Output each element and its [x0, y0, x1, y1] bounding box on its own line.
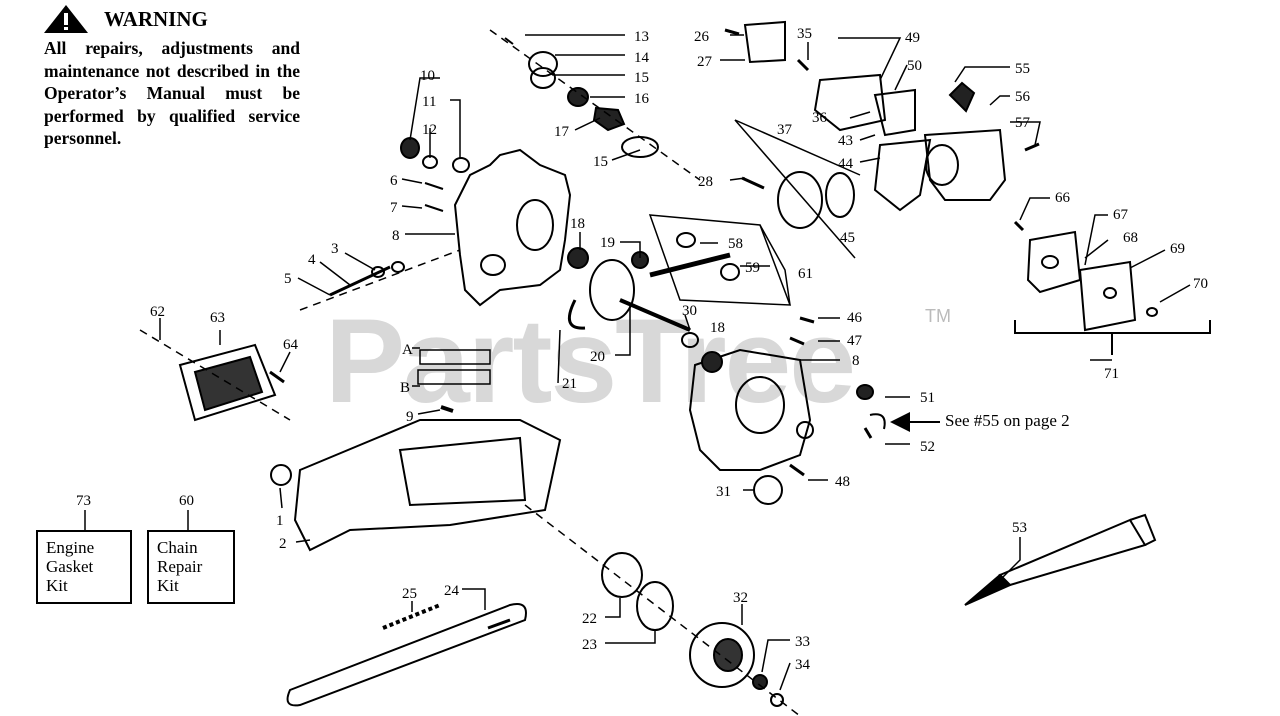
callout-36: 36 [812, 110, 828, 126]
callout-18b: 18 [710, 320, 725, 336]
callout-47: 47 [847, 333, 863, 349]
callout-37: 37 [777, 122, 793, 138]
callout-b: B [400, 380, 410, 396]
callout-12: 12 [422, 122, 437, 138]
callout-58: 58 [728, 236, 743, 252]
guide-bar-and-chain [286, 603, 527, 707]
callout-61: 61 [798, 266, 813, 282]
callout-27: 27 [697, 54, 713, 70]
clutch-assembly [524, 504, 801, 716]
callout-59: 59 [745, 260, 760, 276]
cylinder-assembly [724, 20, 1040, 259]
callout-8b: 8 [852, 353, 860, 369]
crankshaft-assembly [567, 214, 792, 348]
callout-35: 35 [797, 26, 812, 42]
callout-57: 57 [1015, 115, 1031, 131]
callout-24: 24 [444, 583, 460, 599]
air-filter-assembly [139, 329, 291, 422]
callout-69: 69 [1170, 241, 1185, 257]
callout-17: 17 [554, 124, 570, 140]
callout-11: 11 [422, 94, 436, 110]
callout-3: 3 [331, 241, 339, 257]
warning-triangle-icon [44, 5, 88, 33]
trademark-mark: TM [925, 306, 951, 326]
callout-5: 5 [284, 271, 292, 287]
engine-gasket-kit-box: Engine Gasket Kit [36, 530, 132, 604]
crankcase-right-half [688, 316, 886, 505]
callout-68: 68 [1123, 230, 1138, 246]
callout-34: 34 [795, 657, 811, 673]
watermark: PartsTree [325, 294, 856, 428]
callout-15: 15 [634, 70, 649, 86]
callout-a: A [402, 342, 413, 358]
callout-18: 18 [570, 216, 585, 232]
callout-32: 32 [733, 590, 748, 606]
callout-71: 71 [1104, 366, 1119, 382]
callout-64: 64 [283, 337, 299, 353]
callout-8: 8 [392, 228, 400, 244]
callout-48: 48 [835, 474, 850, 490]
callout-66: 66 [1055, 190, 1071, 206]
callout-10: 10 [420, 68, 435, 84]
callout-62: 62 [150, 304, 165, 320]
callout-31: 31 [716, 484, 731, 500]
callout-53: 53 [1012, 520, 1027, 536]
chain-repair-kit-box: Chain Repair Kit [147, 530, 235, 604]
callout-16: 16 [634, 91, 650, 107]
callout-22: 22 [582, 611, 597, 627]
callout-50: 50 [907, 58, 922, 74]
callout-19: 19 [600, 235, 615, 251]
callout-13: 13 [634, 29, 649, 45]
callout-21: 21 [562, 376, 577, 392]
callout-63: 63 [210, 310, 225, 326]
callout-15b: 15 [593, 154, 608, 170]
warning-text: All repairs, adjustments and maintenance… [44, 38, 300, 148]
callout-6: 6 [390, 173, 398, 189]
callout-49: 49 [905, 30, 920, 46]
callout-20: 20 [590, 349, 605, 365]
callout-4: 4 [308, 252, 316, 268]
kit-number-engine: 73 [76, 493, 91, 509]
callout-55: 55 [1015, 61, 1030, 77]
callout-28: 28 [698, 174, 713, 190]
callout-67: 67 [1113, 207, 1129, 223]
chain-cover-handle [270, 419, 562, 552]
callout-2: 2 [279, 536, 287, 552]
callout-33: 33 [795, 634, 810, 650]
callout-70: 70 [1193, 276, 1208, 292]
callout-51: 51 [920, 390, 935, 406]
crankcase-left-half [299, 137, 572, 311]
callout-30: 30 [682, 303, 697, 319]
carburetor-parts-group [489, 29, 701, 181]
callout-44: 44 [838, 156, 854, 172]
kit-number-chain: 60 [179, 493, 194, 509]
callout-56: 56 [1015, 89, 1031, 105]
grease-tube [964, 513, 1157, 606]
callout-9: 9 [406, 409, 414, 425]
page-reference-note: See #55 on page 2 [945, 411, 1070, 430]
callout-46: 46 [847, 310, 863, 326]
callout-1: 1 [276, 513, 284, 529]
callout-45: 45 [840, 230, 855, 246]
callout-14: 14 [634, 50, 650, 66]
callout-23: 23 [582, 637, 597, 653]
callout-7: 7 [390, 200, 398, 216]
callout-26: 26 [694, 29, 710, 45]
warning-title: WARNING [104, 7, 208, 31]
callout-25: 25 [402, 586, 417, 602]
muffler-assembly [1013, 220, 1211, 355]
callout-43: 43 [838, 133, 853, 149]
callout-52: 52 [920, 439, 935, 455]
